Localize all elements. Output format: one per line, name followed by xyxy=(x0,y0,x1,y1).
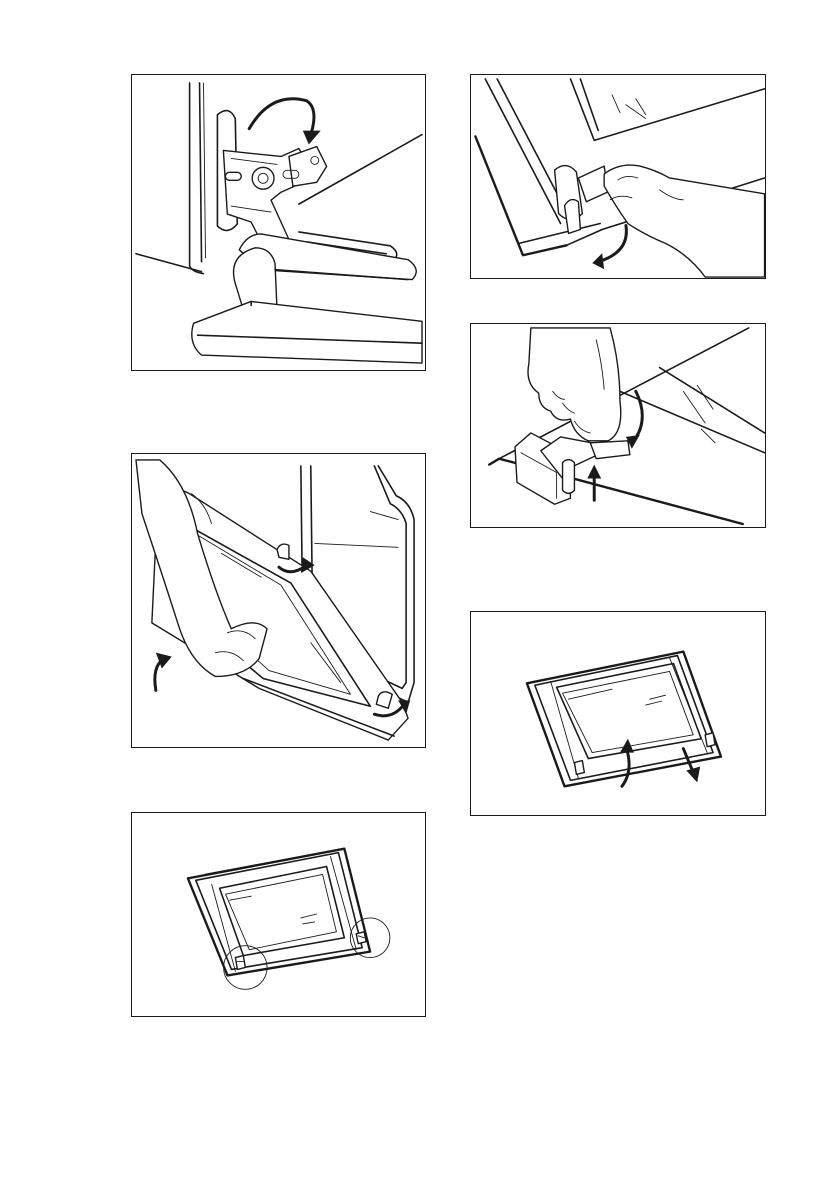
figure-trim-clip-lift xyxy=(470,323,766,528)
door-trim-release-illustration xyxy=(471,75,765,278)
door-lift-remove-illustration xyxy=(132,454,425,747)
figure-door-corners xyxy=(131,812,426,1017)
figure-glass-remove xyxy=(470,611,766,816)
figure-door-lift xyxy=(131,453,426,748)
door-corner-clips-illustration xyxy=(132,813,425,1016)
glass-panel-remove-illustration xyxy=(471,612,765,815)
figure-hinge-lever xyxy=(131,74,426,371)
figure-trim-release xyxy=(470,74,766,279)
hinge-lever-rotate-illustration xyxy=(132,75,425,370)
trim-clip-lift-illustration xyxy=(471,324,765,527)
